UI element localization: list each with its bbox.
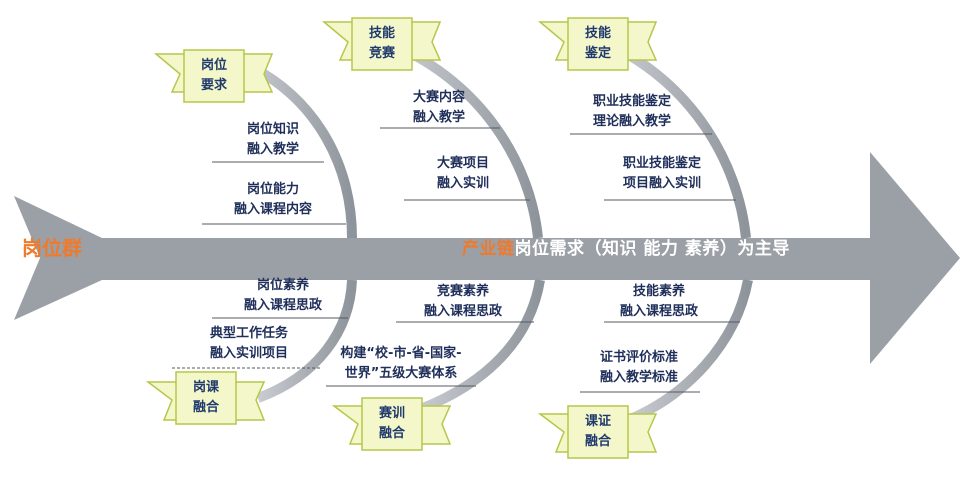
header-line1: 赛训 — [378, 406, 405, 421]
ribbon-top-middle — [321, 17, 442, 71]
bone-bottom-left — [256, 279, 357, 403]
ribbon-bottom-middle — [331, 397, 452, 451]
branch-label-top-right-2: 职业技能鉴定 项目融入实训 — [604, 154, 720, 194]
branch-line1: 竞赛素养 — [436, 284, 489, 299]
header-line1: 岗位 — [200, 58, 227, 73]
spine-right-label: 产业链岗位需求（知识 能力 素养）为主导 — [462, 234, 790, 259]
branch-line1: 岗位知识 — [246, 122, 299, 137]
branch-line1: 技能素养 — [632, 284, 685, 299]
branch-line1: 构建“校-市-省-国家- — [340, 346, 462, 361]
branch-line2: 项目融入实训 — [622, 176, 701, 191]
bone-top-right — [609, 41, 751, 239]
header-box-top-right: 技能 鉴定 — [568, 24, 628, 64]
bone-bottom-middle — [416, 279, 545, 415]
bone-top-left — [243, 59, 357, 239]
branch-line1: 岗位素养 — [256, 278, 309, 293]
spine-left-label: 岗位群 — [22, 236, 82, 260]
branch-label-top-middle-1: 大赛内容 融入教学 — [394, 88, 484, 128]
branch-line2: 理论融入教学 — [592, 114, 671, 129]
branch-line2: 融入课程思政 — [619, 304, 698, 319]
ribbon-bottom-right — [537, 405, 658, 459]
branch-line1: 岗位能力 — [246, 182, 299, 197]
branch-line2: 融入实训项目 — [209, 346, 288, 361]
header-box-bottom-middle: 赛训 融合 — [362, 404, 422, 444]
main-arrow — [14, 152, 960, 364]
header-line2: 融合 — [584, 434, 611, 449]
branch-label-top-left-2: 岗位能力 融入课程内容 — [218, 180, 328, 220]
header-line2: 竞赛 — [368, 46, 395, 61]
header-line2: 要求 — [200, 78, 227, 93]
header-box-top-left: 岗位 要求 — [184, 56, 244, 96]
branch-line1: 典型工作任务 — [209, 326, 288, 341]
spine-right-label-part2: 岗位需求（知识 能力 素养）为主导 — [514, 239, 790, 259]
header-line2: 融合 — [378, 426, 405, 441]
header-box-bottom-left: 岗课 融合 — [176, 378, 236, 418]
branch-line2: 融入教学 — [412, 110, 465, 125]
header-line2: 鉴定 — [584, 46, 611, 61]
header-box-top-middle: 技能 竞赛 — [352, 24, 412, 64]
branch-line1: 职业技能鉴定 — [622, 156, 701, 171]
branch-label-bottom-middle-2: 构建“校-市-省-国家- 世界”五级大赛体系 — [326, 344, 476, 384]
branch-label-bottom-middle-1: 竞赛素养 融入课程思政 — [408, 282, 518, 322]
branch-line1: 证书评价标准 — [599, 350, 678, 365]
header-line1: 岗课 — [192, 380, 219, 395]
branch-line2: 融入课程思政 — [423, 304, 502, 319]
ribbon-top-left — [153, 49, 274, 103]
branch-lines — [172, 127, 740, 393]
header-line1: 技能 — [584, 26, 611, 41]
branch-line1: 大赛内容 — [412, 90, 465, 105]
bone-bottom-right — [626, 279, 753, 425]
branch-label-top-right-1: 职业技能鉴定 理论融入教学 — [574, 92, 690, 132]
branch-line2: 融入实训 — [436, 176, 489, 191]
header-line1: 课证 — [584, 414, 611, 429]
branch-label-bottom-left-2: 典型工作任务 融入实训项目 — [194, 324, 304, 364]
branch-label-bottom-right-2: 证书评价标准 融入教学标准 — [584, 348, 694, 388]
spine-right-label-part1: 产业链 — [462, 239, 515, 259]
branch-label-top-left-1: 岗位知识 融入教学 — [228, 120, 318, 160]
ribbon-top-right — [537, 17, 658, 71]
ribbon-bottom-left — [145, 371, 266, 425]
branch-line2: 世界”五级大赛体系 — [344, 366, 458, 381]
branch-line2: 融入课程思政 — [243, 298, 322, 313]
branch-line1: 大赛项目 — [436, 156, 489, 171]
header-line2: 融合 — [192, 400, 219, 415]
branch-label-bottom-right-1: 技能素养 融入课程思政 — [604, 282, 714, 322]
branch-label-top-middle-2: 大赛项目 融入实训 — [418, 154, 508, 194]
bone-top-middle — [393, 41, 543, 239]
branch-label-bottom-left-1: 岗位素养 融入课程思政 — [228, 276, 338, 316]
branch-line2: 融入课程内容 — [233, 202, 312, 217]
branch-line1: 职业技能鉴定 — [592, 94, 671, 109]
header-line1: 技能 — [368, 26, 395, 41]
branch-line2: 融入教学标准 — [599, 370, 678, 385]
branch-line2: 融入教学 — [246, 142, 299, 157]
header-box-bottom-right: 课证 融合 — [568, 412, 628, 452]
